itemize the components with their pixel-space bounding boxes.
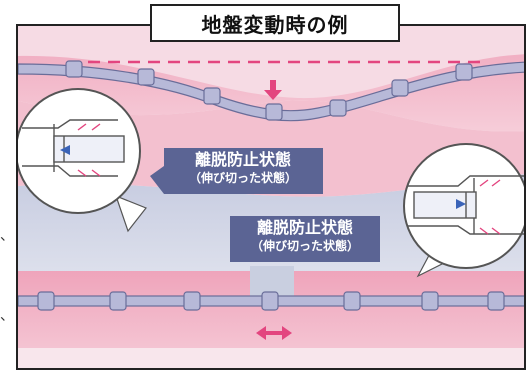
- left-callout: 離脱防止状態 （伸び切った状態）: [168, 150, 318, 186]
- upper-pipeline: [18, 60, 524, 122]
- title-box: 地盤変動時の例: [150, 4, 400, 42]
- down-arrow-icon: [264, 80, 282, 100]
- page-title: 地盤変動時の例: [201, 12, 349, 37]
- left-callout-line2: （伸び切った状態）: [188, 171, 297, 185]
- right-callout-line2: （伸び切った状態）: [250, 239, 359, 253]
- side-mark-1: 、: [0, 228, 14, 244]
- ground-notch: [250, 266, 294, 296]
- ground-diagram: [18, 26, 524, 368]
- right-callout: 離脱防止状態 （伸び切った状態）: [230, 218, 380, 254]
- side-mark-2: 、: [0, 308, 14, 324]
- diagram-frame: 離脱防止状態 （伸び切った状態） 離脱防止状態 （伸び切った状態）: [16, 24, 526, 370]
- lower-pipeline: [18, 291, 524, 311]
- double-arrow-icon: [256, 326, 292, 340]
- right-callout-bg: [230, 216, 380, 262]
- right-callout-line1: 離脱防止状態: [256, 218, 353, 237]
- left-magnifier: [18, 88, 147, 233]
- lower-light-strip: [18, 348, 524, 368]
- left-callout-bg: [150, 148, 323, 194]
- left-callout-line1: 離脱防止状態: [194, 150, 291, 169]
- right-magnifier: [403, 143, 524, 278]
